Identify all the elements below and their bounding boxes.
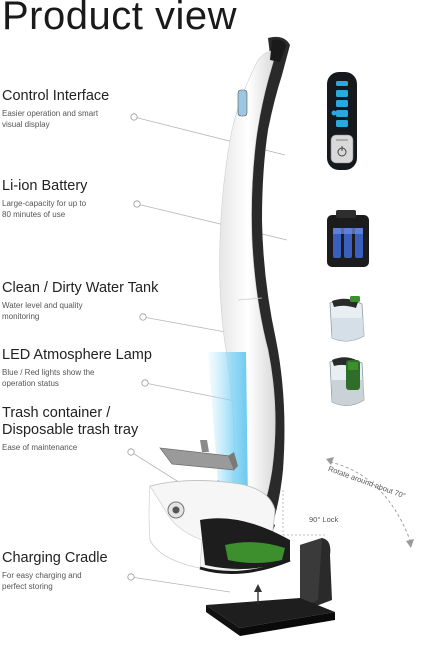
- feature-description: Large-capacity for up to 80 minutes of u…: [2, 199, 87, 219]
- feature-description: Ease of maintenance: [2, 443, 78, 452]
- charging-cradle: [206, 538, 335, 636]
- feature-heading: Control Interface: [2, 88, 110, 104]
- feature-description: Blue / Red lights show the operation sta…: [2, 368, 95, 388]
- floor-head: [148, 480, 291, 574]
- feature-heading: Charging Cradle: [2, 550, 108, 566]
- feature-heading: Clean / Dirty Water Tank: [2, 280, 159, 296]
- feature-heading: Li-ion Battery: [2, 178, 88, 194]
- trash-tray: [159, 440, 238, 471]
- arrow-up-icon: [254, 584, 262, 592]
- dirty-water-tank: [329, 357, 365, 406]
- feature-trash-container: Trash container / Disposable trash tray …: [2, 405, 138, 453]
- feature-li-ion-battery: Li-ion Battery Large-capacity for up to …: [2, 178, 87, 220]
- rotation-arc: [329, 461, 411, 541]
- feature-description: Easier operation and smart visual displa…: [2, 109, 99, 129]
- feature-heading: Trash container /: [2, 405, 111, 421]
- page-title: Product view: [2, 0, 237, 38]
- vacuum-body: [208, 36, 290, 549]
- leader-dots: [127, 113, 149, 581]
- feature-control-interface: Control Interface Easier operation and s…: [2, 88, 109, 130]
- control-panel: [327, 72, 357, 170]
- feature-description: Water level and quality monitoring: [2, 301, 83, 321]
- feature-heading: Disposable trash tray: [2, 422, 139, 438]
- feature-description: For easy charging and perfect storing: [2, 571, 82, 591]
- feature-charging-cradle: Charging Cradle For easy charging and pe…: [2, 550, 108, 592]
- lock-note: 90° Lock: [309, 515, 339, 524]
- battery-pack: [327, 210, 369, 267]
- rotation-arrow-icon: [406, 539, 414, 548]
- feature-led-lamp: LED Atmosphere Lamp Blue / Red lights sh…: [2, 347, 152, 389]
- rotation-arrow-icon: [326, 457, 334, 465]
- led-glow: [208, 352, 248, 510]
- clean-water-tank: [329, 296, 365, 342]
- feature-heading: LED Atmosphere Lamp: [2, 347, 152, 363]
- feature-water-tank: Clean / Dirty Water Tank Water level and…: [2, 280, 158, 322]
